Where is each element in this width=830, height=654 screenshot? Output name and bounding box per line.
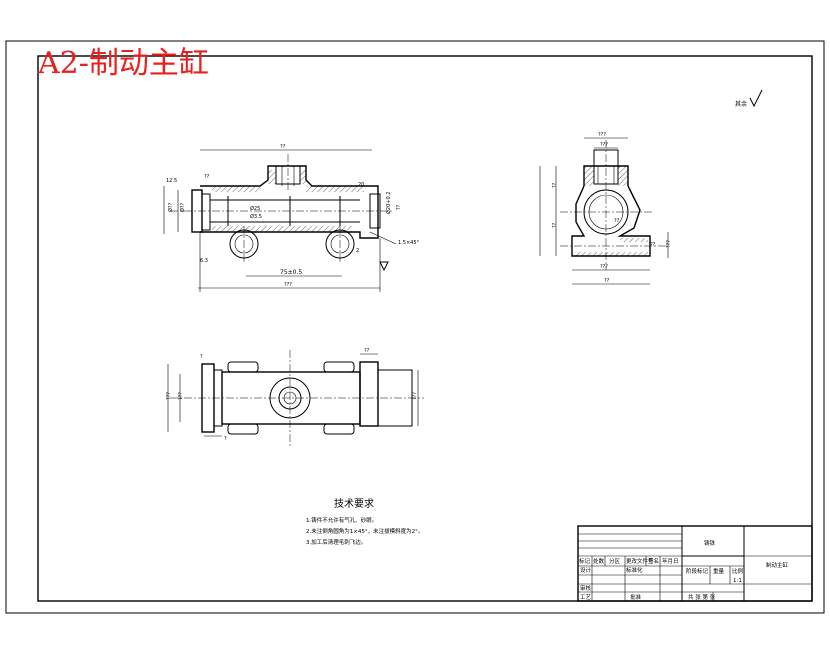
side-dim-top-w: ??? bbox=[598, 132, 606, 138]
tb-design: 设计 bbox=[580, 566, 592, 574]
tb-scale: 比例 bbox=[732, 567, 744, 575]
dim-left-b: Ø?? bbox=[179, 202, 186, 212]
dim-total: ??? bbox=[284, 282, 292, 288]
tb-scale-value: 1:1 bbox=[733, 578, 742, 584]
dim-rough-c: 20 bbox=[358, 182, 364, 188]
tech-note-2: 2.未注倒角圆角为1×45°，未注拔模斜度为2°。 bbox=[306, 527, 423, 535]
tb-craft: 工艺 bbox=[580, 594, 592, 601]
dim-step: ?? bbox=[204, 174, 210, 180]
side-dim-mid: ?? bbox=[614, 218, 620, 224]
inner-frame bbox=[37, 55, 813, 602]
side-dim-base: ?? bbox=[604, 278, 610, 284]
front-view: ?? ??? 75±0.5 Ø25 Ø3.5 Ø20+0.2 ?? Ø?? Ø?… bbox=[163, 144, 420, 292]
side-dim-bottom: ??? bbox=[600, 264, 608, 270]
tb-label-sign: 签名 bbox=[648, 557, 659, 565]
dim-rough-b: 6.3 bbox=[200, 258, 208, 264]
tech-notes-title: 技术要求 bbox=[334, 497, 374, 510]
dim-bore: Ø25 bbox=[250, 205, 260, 212]
dim-side: Ø3.5 bbox=[250, 213, 262, 220]
tech-note-3: 3.加工后清理毛刺飞边。 bbox=[306, 538, 366, 546]
side-view: ??? ??? ?? ?? ?? ?? ??? ??? ?? bbox=[539, 132, 672, 285]
banner-title: A2-制动主缸 bbox=[37, 46, 209, 81]
dim-rough-d: 2 bbox=[356, 248, 359, 254]
top-dim-tl: ? bbox=[200, 354, 203, 360]
dim-overall: ?? bbox=[280, 144, 286, 150]
dim-right-a: Ø20+0.2 bbox=[385, 192, 392, 214]
dim-rough-a: 12.5 bbox=[166, 178, 177, 184]
top-dim-right: ??? bbox=[412, 392, 418, 400]
dim-chamfer: 1.5×45° bbox=[398, 240, 420, 246]
dim-right-b: ?? bbox=[396, 204, 402, 210]
tb-label-date: 年月日 bbox=[662, 557, 679, 565]
side-dim-height-a: ?? bbox=[552, 182, 558, 188]
top-dim-left-b: ??? bbox=[178, 392, 184, 400]
tb-check: 审核 bbox=[580, 584, 592, 592]
side-dim-right-a: ?? bbox=[650, 242, 656, 248]
side-dim-height-b: ?? bbox=[552, 222, 558, 228]
dim-pitch: 75±0.5 bbox=[280, 269, 302, 276]
roughness-symbol: 其余 bbox=[735, 89, 763, 108]
tb-standard: 标准化 bbox=[626, 566, 643, 574]
tb-label-mark: 标记 bbox=[579, 557, 591, 565]
tb-material: 铸铁 bbox=[704, 539, 716, 547]
roughness-label: 其余 bbox=[735, 100, 747, 108]
top-dim-left-a: ??? bbox=[166, 392, 172, 400]
side-dim-right-b: ??? bbox=[666, 240, 672, 248]
tech-notes: 技术要求 1.铸件不允许有气孔、砂眼。 2.未注倒角圆角为1×45°，未注拔模斜… bbox=[306, 497, 423, 546]
outer-frame bbox=[5, 40, 825, 614]
dim-left-a: Ø?? bbox=[167, 202, 174, 212]
tb-label-count: 处数 bbox=[593, 557, 605, 565]
tb-label-change: 更改文件号 bbox=[626, 557, 654, 565]
top-dim-bl: ? bbox=[224, 436, 227, 442]
tb-approve: 批准 bbox=[630, 593, 642, 601]
tech-note-1: 1.铸件不允许有气孔、砂眼。 bbox=[306, 516, 377, 524]
tb-stage: 阶段标记 bbox=[686, 567, 709, 575]
tb-weight: 重量 bbox=[713, 567, 725, 575]
top-view: ??? ??? ??? ?? ? ? bbox=[166, 348, 424, 446]
top-dim-top: ?? bbox=[364, 348, 370, 354]
side-dim-top-inner: ??? bbox=[600, 142, 608, 148]
tb-sheets: 共 张 第 张 bbox=[688, 593, 716, 601]
tb-label-zone: 分区 bbox=[609, 557, 621, 565]
tb-part-name: 制动主缸 bbox=[766, 561, 789, 569]
title-block: 铸铁 制动主缸 标记 处数 分区 更改文件号 签名 年月日 设计 标准化 审核 … bbox=[577, 525, 813, 602]
